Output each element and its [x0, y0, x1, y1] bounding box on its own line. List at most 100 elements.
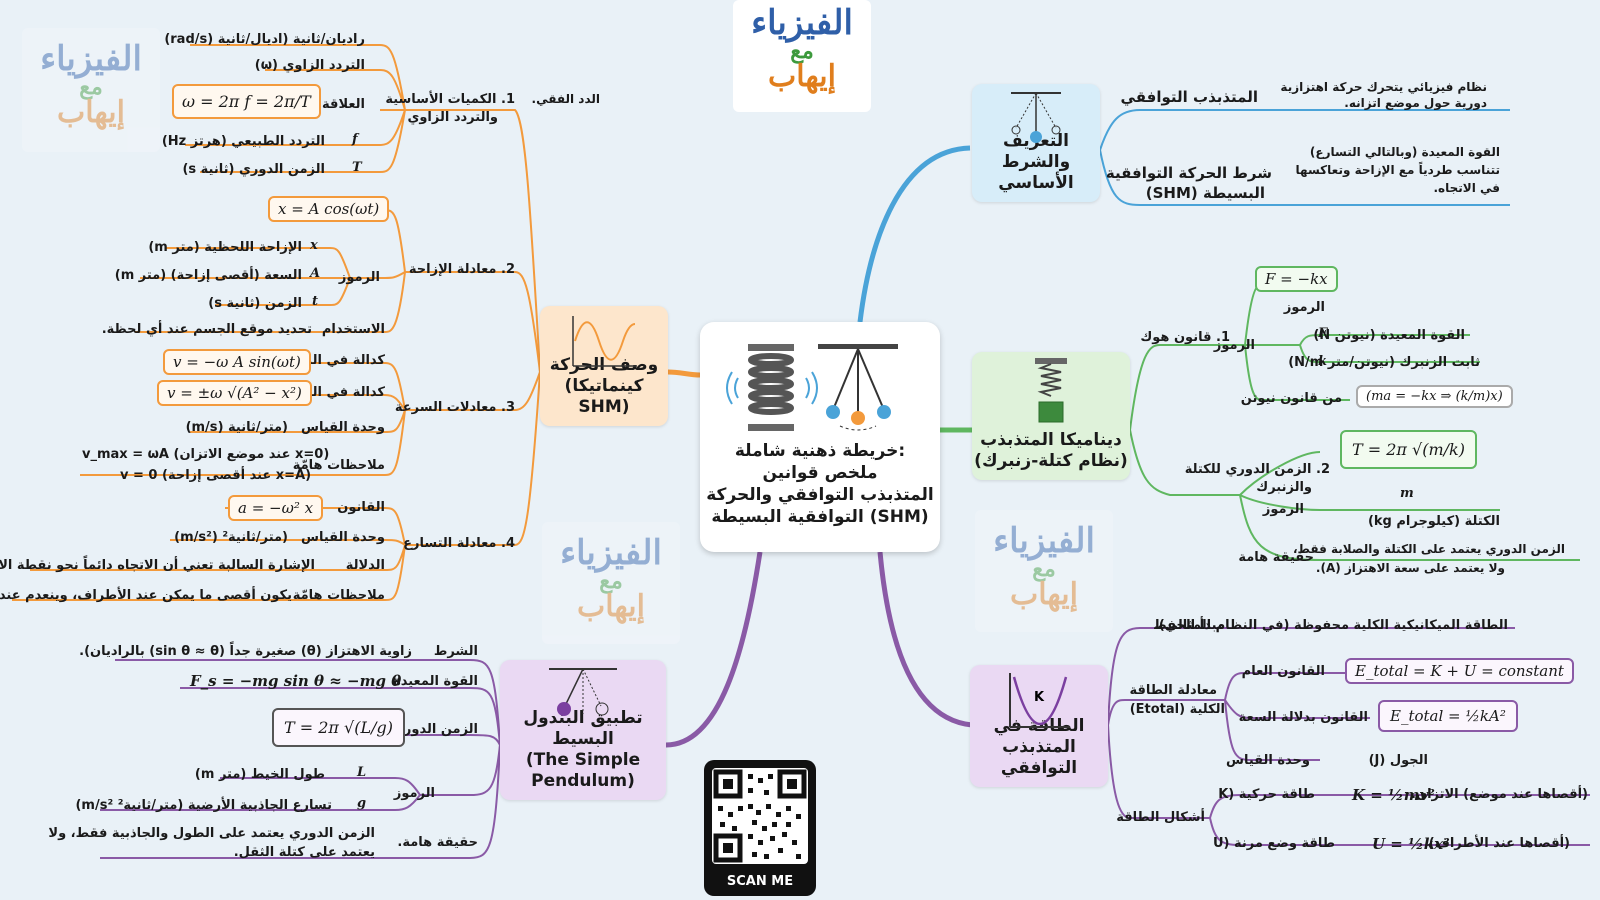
- logo-word-3: إيهاب: [768, 59, 836, 94]
- definition-oscillator-desc-1: نظام فيزيائي يتحرك حركة اهتزازية: [1280, 80, 1487, 94]
- pendulum-symbol-l: L: [357, 765, 367, 780]
- q4-label: 4. معادلة التسارع: [403, 536, 515, 551]
- qr-label: SCAN ME: [726, 874, 794, 889]
- watermark-logo-center: الفيزياء مع إيهاب: [542, 522, 680, 644]
- mass-spring-fact-label: حقيقة هامة: [1238, 550, 1314, 565]
- pendulum-fact-line-1: الزمن الدوري يعتمد على الطول والجاذبية ف…: [48, 826, 375, 841]
- general-law-label: القانون العام: [1241, 664, 1325, 679]
- q1-item-period: الزمن الدوري (ثانية s): [182, 162, 325, 177]
- hooke-symbol-k: k: [1318, 354, 1328, 369]
- q1-side-note: الدد الفقي.: [531, 92, 600, 106]
- q1-item-relation: العلاقة: [322, 97, 365, 112]
- amplitude-law-label: القانون بدلالة السعة: [1238, 710, 1368, 725]
- topic-definition[interactable]: التعريف والشرط الأساسي: [972, 84, 1100, 202]
- q2-symbol-x-desc: الإزاحة اللحظية (متر m): [148, 240, 302, 255]
- watermark-logo-top-left: الفيزياء مع إيهاب: [22, 28, 160, 152]
- conservation-label: مبدأ الحفظ: [1153, 618, 1225, 633]
- q1-item-angular-freq: التردد الزاوي (ω): [254, 58, 365, 73]
- watermark-word-3: إيهاب: [57, 95, 125, 130]
- pendulum-period-label: الزمن الدوري:: [386, 722, 478, 737]
- q2-symbol-t: t: [312, 294, 319, 309]
- topic-title-line-2: (نظام كتلة-زنبرك): [974, 451, 1128, 471]
- q3-unit-label: وحدة القياس: [301, 420, 385, 435]
- q3-velocity-position-formula: v = ±ω √(A² − x²): [157, 380, 312, 406]
- hooke-symbols-label: الرموز: [1213, 338, 1255, 353]
- q1-item-natural-freq: التردد الطبيعي (هرتز Hz): [161, 134, 325, 149]
- q1-label-line-2: والتردد الزاوي: [407, 110, 498, 125]
- spring-pendulum-illustration: [726, 344, 898, 431]
- q2-symbol-t-desc: الزمن (ثانية s): [208, 296, 302, 311]
- mass-spring-period-label-1: 2. الزمن الدوري للكتلة: [1184, 462, 1330, 477]
- hooke-symbol-f-desc: القوة المعيدة (نيوتن N): [1313, 328, 1465, 343]
- q2-symbol-x: x: [310, 238, 318, 253]
- pendulum-symbol-g-desc: تسارع الجاذبية الأرضية (متر/ثانية² m/s²): [75, 798, 332, 813]
- hooke-symbol-k-desc: ثابت الزنبرك (نيوتن/متر N/m): [1288, 355, 1480, 370]
- energy-parabola-icon: K: [1009, 673, 1070, 728]
- q3-velocity-time-formula: v = −ω A sin(ωt): [163, 349, 311, 375]
- central-title-line-2: ملخص قوانين: [762, 463, 878, 483]
- logo-word-1: الفيزياء: [751, 3, 853, 43]
- qr-code[interactable]: SCAN ME: [704, 760, 816, 896]
- pendulum-symbol-g: g: [357, 796, 367, 811]
- watermark-word-2: مع: [599, 568, 623, 594]
- definition-oscillator-label: المتذبذب التوافقي: [1120, 88, 1258, 106]
- mass-spring-symbol-m-desc: الكتلة (كيلوجرام kg): [1367, 514, 1500, 529]
- q3-note-vmax: v_max = ωA (عند موضع الاتزان x=0): [82, 447, 330, 462]
- q2-use-text: تحديد موقع الجسم عند أي لحظة.: [101, 322, 312, 337]
- pendulum-condition-label: الشرط: [433, 644, 478, 659]
- pendulum-condition-text: زاوية الاهتزاز (θ) صغيرة جداً (sin θ ≈ θ…: [79, 644, 412, 659]
- link-center-pendulum: [665, 551, 763, 748]
- logo-word-2: مع: [790, 38, 814, 64]
- topic-title-line-3: Pendulum): [531, 771, 635, 791]
- qr-pattern: [712, 768, 808, 864]
- q2-displacement-formula: x = A cos(ωt): [268, 196, 390, 222]
- definition-oscillator-desc-2: دورية حول موضع اتزانه.: [1344, 96, 1487, 110]
- general-energy-formula: E_total = K + U = constant: [1345, 658, 1574, 684]
- mass-spring-fact-line-1: الزمن الدوري يعتمد على الكتلة والصلابة ف…: [1292, 542, 1565, 556]
- watermark-logo-right: الفيزياء مع إيهاب: [975, 510, 1113, 632]
- central-node: خريطة ذهنية شاملة: ملخص قوانين المتذبذب …: [700, 322, 940, 552]
- central-title-line-3: المتذبذب التوافقي والحركة: [706, 485, 934, 505]
- watermark-word-1: الفيزياء: [40, 39, 142, 79]
- q4-notes-label: ملاحظات هامّة: [292, 588, 385, 603]
- topic-title-line-2: التوافقي: [1000, 758, 1078, 778]
- link-center-energy: [877, 551, 973, 728]
- mass-spring-period-label-2: والزنبرك: [1256, 480, 1312, 495]
- q3-unit-text: (متر/ثانية (m/s): [185, 420, 288, 435]
- qr-matrix: [713, 769, 807, 863]
- topic-pendulum[interactable]: تطبيق البندول البسيط (The Simple Pendulu…: [500, 660, 666, 800]
- hooke-symbol-f: F: [1318, 326, 1328, 341]
- link-center-definition: [857, 145, 971, 323]
- hooke-symbols-header: الرموز: [1283, 300, 1325, 315]
- pendulum-period-formula: T = 2π √(L/g): [272, 708, 405, 747]
- definition-shm-label-1: شرط الحركة التوافقية: [1105, 164, 1272, 182]
- brand-logo: الفيزياء مع إيهاب: [733, 0, 871, 112]
- energy-unit-label: وحدة القياس: [1226, 753, 1310, 768]
- q1-item-rad-s: راديان/ثانية (اديال/ثانية (rad/s): [164, 32, 365, 47]
- hooke-formula: F = −kx: [1255, 266, 1338, 292]
- mass-spring-fact-line-2: ولا يعتمد على سعة الاهتزاز (A).: [1315, 561, 1505, 575]
- energy-unit-value: الجول (J): [1368, 753, 1428, 768]
- energy-k-symbol: K: [1034, 690, 1045, 705]
- watermark-word-2: مع: [79, 74, 103, 100]
- q1-symbol-f: f: [352, 132, 358, 147]
- topic-dynamics[interactable]: ديناميكا المتذبذب (نظام كتلة-زنبرك): [972, 352, 1130, 480]
- conservation-text: الطاقة الميكانيكية الكلية محفوظة (في الن…: [1153, 618, 1508, 633]
- q3-label: 3. معادلات السرعة: [394, 400, 515, 415]
- newton-law-label: من قانون نيوتن: [1240, 391, 1342, 406]
- q4-notes-text: يكون أقصى ما يمكن عند الأطراف، وينعدم عن…: [0, 588, 292, 603]
- central-title-line-1: خريطة ذهنية شاملة:: [734, 441, 906, 461]
- topic-energy[interactable]: K الطاقة في المتذبذب التوافقي: [970, 665, 1108, 787]
- topic-title-line-1: وصف الحركة: [549, 355, 659, 375]
- q2-symbols-label: الرموز: [338, 270, 380, 285]
- spring-mass-icon: [1035, 358, 1067, 423]
- watermark-word-1: الفيزياء: [560, 533, 662, 573]
- q2-symbol-a: A: [310, 266, 321, 281]
- q1-omega-formula: ω = 2π f = 2π/T: [172, 84, 321, 119]
- q3-note-v-zero: v = 0 (عند أقصى إزاحة x=A): [120, 468, 312, 483]
- topic-title-line-2: (The Simple: [525, 750, 641, 770]
- q4-law-label: القانون: [337, 500, 385, 515]
- topic-kinematics[interactable]: وصف الحركة (كينماتيكا SHM): [540, 306, 668, 426]
- kinetic-energy-note: (أقصاها عند موضع) الاتزان.: [1411, 787, 1588, 802]
